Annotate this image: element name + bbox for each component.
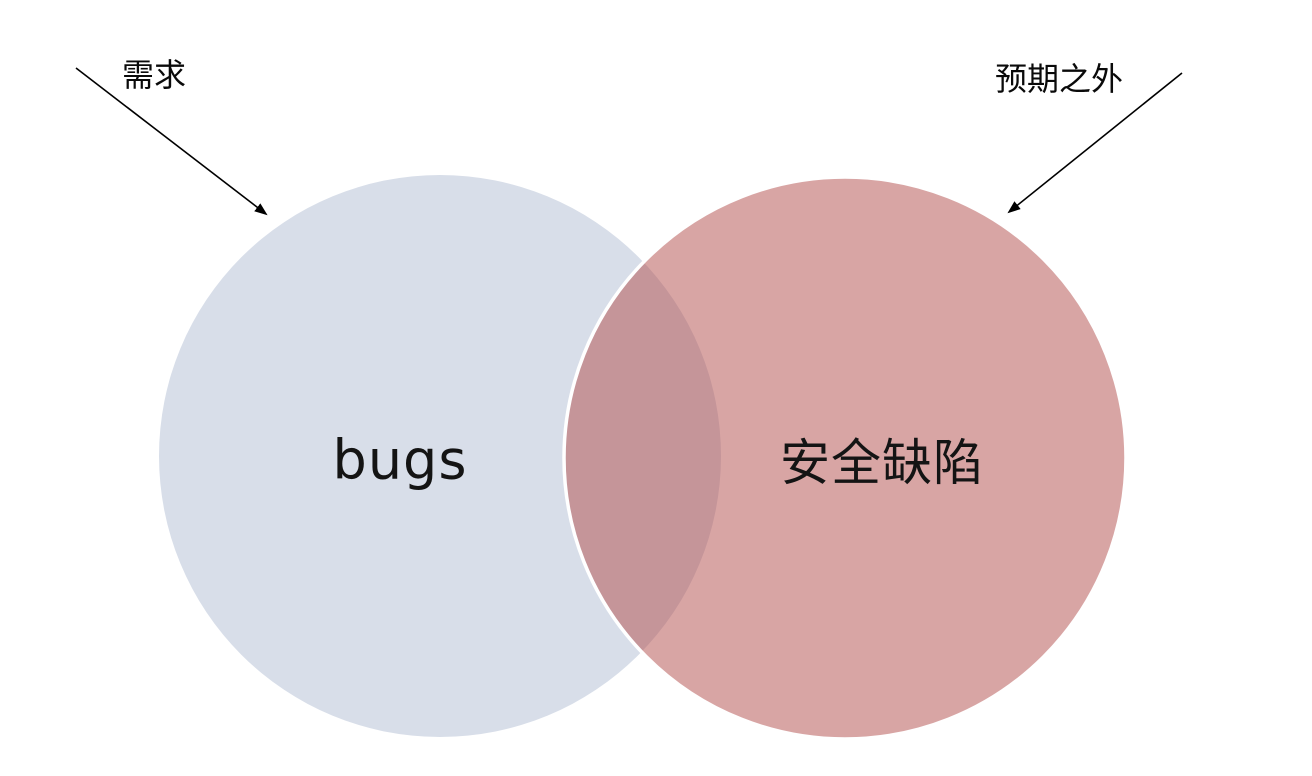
left-circle[interactable]	[159, 175, 721, 737]
right-circle-label: 安全缺陷	[780, 434, 984, 492]
left-annotation-arrow	[75, 67, 268, 216]
right-circle[interactable]	[562, 175, 1128, 741]
left-circle-label: bugs	[332, 428, 468, 492]
right-annotation-arrow	[1007, 72, 1183, 214]
left-annotation-label: 需求	[122, 57, 187, 93]
right-annotation-label: 预期之外	[995, 61, 1124, 97]
